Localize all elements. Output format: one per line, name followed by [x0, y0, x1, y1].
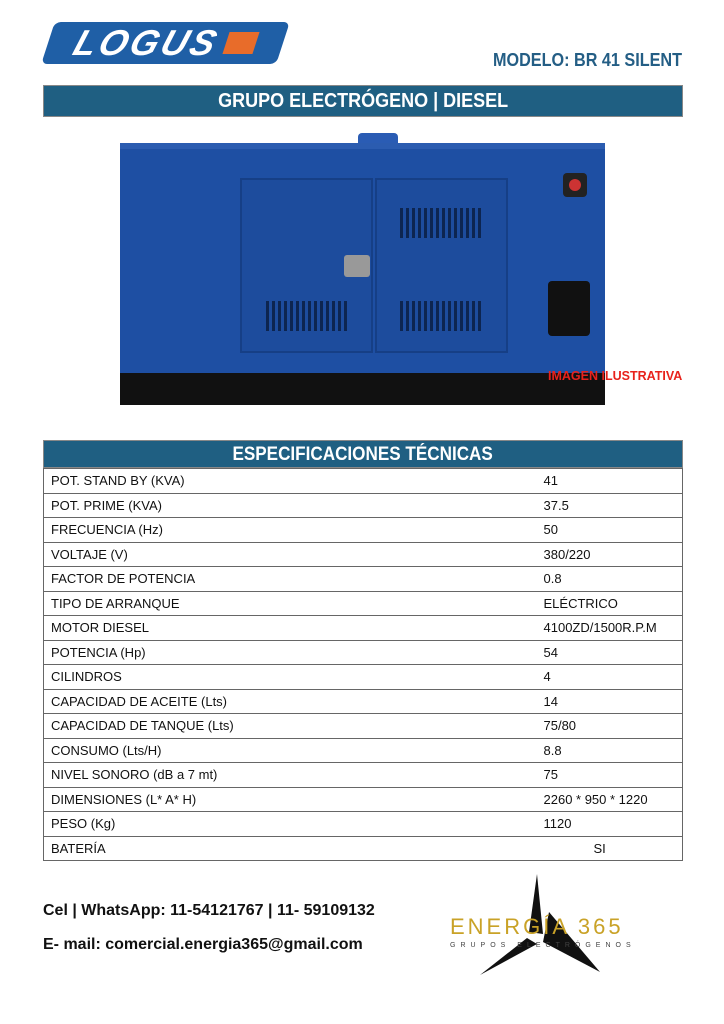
spec-value: 8.8 [543, 737, 683, 763]
spec-label: NIVEL SONORO (dB a 7 mt) [43, 762, 544, 788]
spec-value: 1120 [543, 811, 683, 837]
spec-value: ELÉCTRICO [543, 590, 683, 616]
spec-label: POT. STAND BY (KVA) [43, 468, 544, 494]
spec-row: POT. PRIME (KVA)37.5 [43, 492, 683, 518]
spec-row: NIVEL SONORO (dB a 7 mt)75 [43, 762, 683, 788]
spec-row: PESO (Kg)1120 [43, 811, 683, 837]
spec-label: CILINDROS [43, 664, 544, 690]
spec-label: CONSUMO (Lts/H) [43, 737, 544, 763]
spec-row: VOLTAJE (V)380/220 [43, 541, 683, 567]
spec-value: 4 [543, 664, 683, 690]
spec-label: VOLTAJE (V) [43, 541, 544, 567]
spec-value: 2260 * 950 * 1220 [543, 786, 683, 812]
emergency-stop-icon [563, 173, 587, 197]
spec-row: CAPACIDAD DE ACEITE (Lts)14 [43, 688, 683, 714]
product-title-band: GRUPO ELECTRÓGENO | DIESEL [43, 85, 683, 117]
spec-value: 37.5 [543, 492, 683, 518]
spec-label: FACTOR DE POTENCIA [43, 566, 544, 592]
spec-value: 380/220 [543, 541, 683, 567]
spec-value: 75/80 [543, 713, 683, 739]
spec-label: DIMENSIONES (L* A* H) [43, 786, 544, 812]
spec-label: BATERÍA [43, 835, 544, 861]
contact-phone: Cel | WhatsApp: 11-54121767 | 11- 591091… [43, 902, 375, 919]
specs-title-band: ESPECIFICACIONES TÉCNICAS [43, 440, 683, 468]
contact-email: E- mail: comercial.energia365@gmail.com [43, 936, 363, 953]
spec-row: CONSUMO (Lts/H)8.8 [43, 737, 683, 763]
spec-value: 41 [543, 468, 683, 494]
spec-row: CAPACIDAD DE TANQUE (Lts)75/80 [43, 713, 683, 739]
spec-row: POTENCIA (Hp)54 [43, 639, 683, 665]
spec-value: 14 [543, 688, 683, 714]
spec-value: 50 [543, 517, 683, 543]
spec-row: POT. STAND BY (KVA)41 [43, 468, 683, 494]
spec-row: FRECUENCIA (Hz)50 [43, 517, 683, 543]
illustrative-image-note: IMAGEN ILUSTRATIVA [548, 369, 683, 383]
spec-label: TIPO DE ARRANQUE [43, 590, 544, 616]
spec-label: CAPACIDAD DE ACEITE (Lts) [43, 688, 544, 714]
model-label: MODELO: BR 41 SILENT [492, 50, 682, 70]
spec-label: MOTOR DIESEL [43, 615, 544, 641]
spec-label: PESO (Kg) [43, 811, 544, 837]
spec-value: 0.8 [543, 566, 683, 592]
energia365-logo: ENERGÍA 365 GRUPOS ELECTRÓGENOS [445, 872, 645, 977]
spec-value: 4100ZD/1500R.P.M [543, 615, 683, 641]
spec-row: DIMENSIONES (L* A* H)2260 * 950 * 1220 [43, 786, 683, 812]
spec-label: FRECUENCIA (Hz) [43, 517, 544, 543]
spec-label: POTENCIA (Hp) [43, 639, 544, 665]
spec-label: CAPACIDAD DE TANQUE (Lts) [43, 713, 544, 739]
logus-logo: LOGUS [41, 22, 290, 64]
spec-label: POT. PRIME (KVA) [43, 492, 544, 518]
spec-value: 54 [543, 639, 683, 665]
spec-value: 75 [543, 762, 683, 788]
spec-value: SI [543, 835, 683, 861]
generator-image [120, 133, 605, 405]
